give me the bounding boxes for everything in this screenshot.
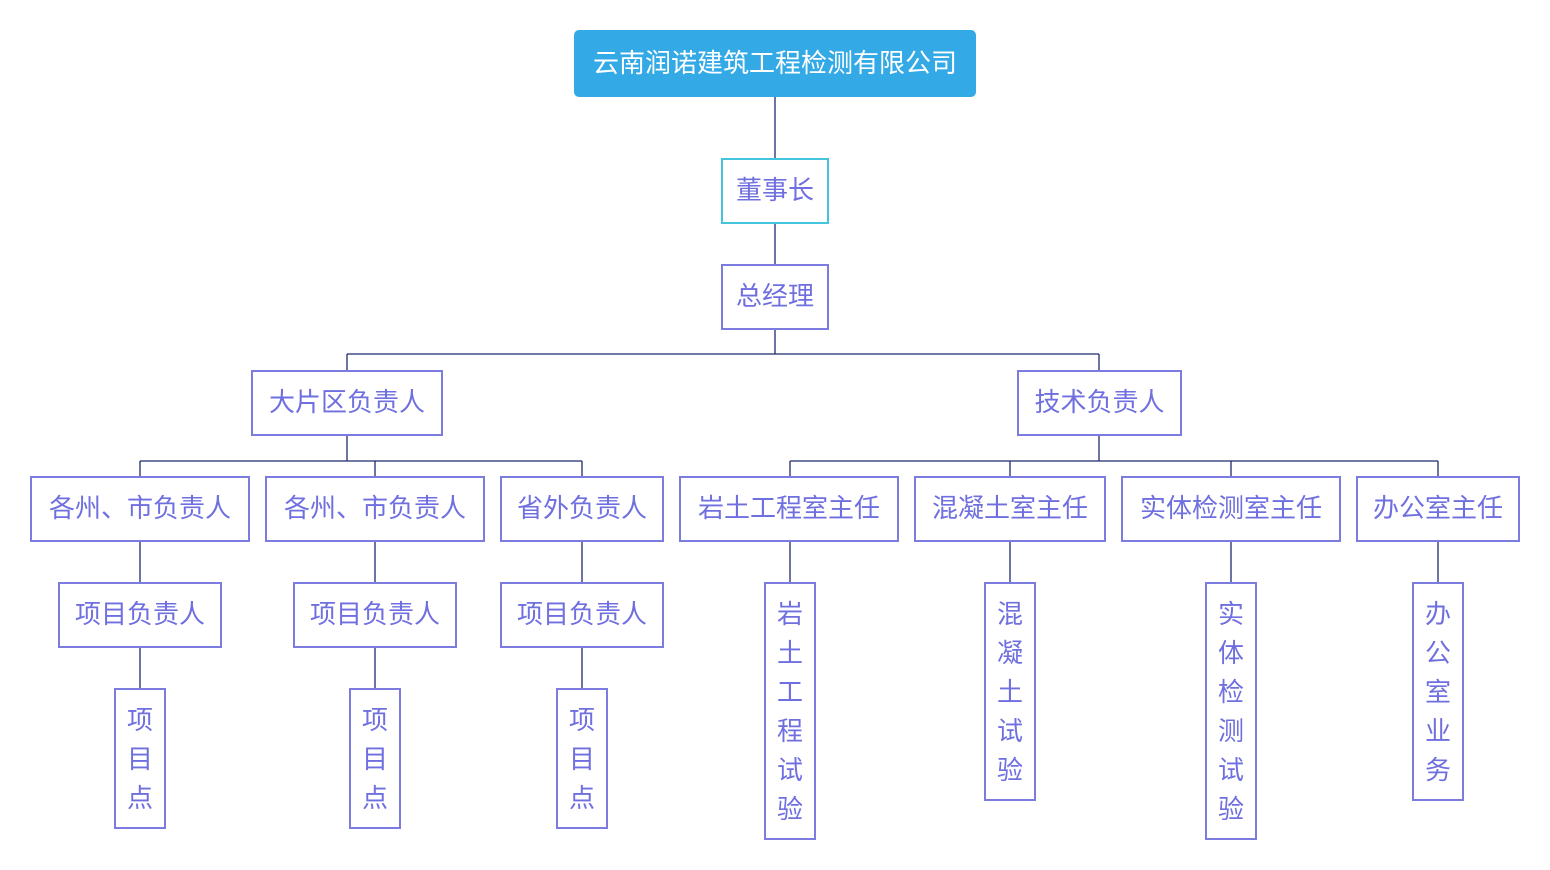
vertical-char: 点 — [568, 784, 595, 814]
vertical-char: 岩 — [776, 600, 803, 630]
outside-province-head-node: 省外负责人 — [500, 476, 664, 542]
vertical-char: 务 — [1424, 756, 1451, 786]
vertical-char: 业 — [1424, 717, 1451, 747]
geotech-director-node: 岩土工程室主任 — [679, 476, 899, 542]
concrete-director-node: 混凝土室主任 — [914, 476, 1106, 542]
vertical-char: 实 — [1217, 600, 1244, 630]
city-head-node-2: 各州、市负责人 — [265, 476, 485, 542]
vertical-char: 体 — [1217, 639, 1244, 669]
vertical-char: 目 — [361, 745, 388, 775]
entity-test-node: 实体检测试验 — [1205, 582, 1257, 840]
vertical-char: 公 — [1424, 639, 1451, 669]
vertical-char: 土 — [996, 678, 1023, 708]
vertical-char: 试 — [776, 756, 803, 786]
city-head-node-1: 各州、市负责人 — [30, 476, 250, 542]
vertical-char: 办 — [1424, 600, 1451, 630]
region-head-node: 大片区负责人 — [251, 370, 443, 436]
vertical-char: 凝 — [996, 639, 1023, 669]
vertical-char: 验 — [776, 795, 803, 825]
vertical-char: 混 — [996, 600, 1023, 630]
office-work-node: 办公室业务 — [1412, 582, 1464, 801]
vertical-char: 测 — [1217, 717, 1244, 747]
vertical-char: 目 — [126, 745, 153, 775]
project-site-node-3: 项目点 — [556, 688, 608, 829]
project-manager-node-1: 项目负责人 — [58, 582, 222, 648]
vertical-char: 验 — [1217, 795, 1244, 825]
chairman-node: 董事长 — [721, 158, 829, 224]
vertical-char: 室 — [1424, 678, 1451, 708]
vertical-char: 项 — [361, 706, 388, 736]
office-director-node: 办公室主任 — [1356, 476, 1520, 542]
concrete-test-node: 混凝土试验 — [984, 582, 1036, 801]
project-site-node-2: 项目点 — [349, 688, 401, 829]
vertical-char: 项 — [126, 706, 153, 736]
vertical-char: 点 — [126, 784, 153, 814]
vertical-char: 土 — [776, 639, 803, 669]
vertical-char: 检 — [1217, 678, 1244, 708]
project-site-node-1: 项目点 — [114, 688, 166, 829]
company-root-node: 云南润诺建筑工程检测有限公司 — [574, 30, 976, 97]
vertical-char: 点 — [361, 784, 388, 814]
vertical-char: 验 — [996, 756, 1023, 786]
vertical-char: 工 — [776, 678, 803, 708]
vertical-char: 目 — [568, 745, 595, 775]
vertical-char: 程 — [776, 717, 803, 747]
vertical-char: 项 — [568, 706, 595, 736]
project-manager-node-2: 项目负责人 — [293, 582, 457, 648]
vertical-char: 试 — [996, 717, 1023, 747]
entity-testing-director-node: 实体检测室主任 — [1121, 476, 1341, 542]
geotech-test-node: 岩土工程试验 — [764, 582, 816, 840]
tech-head-node: 技术负责人 — [1017, 370, 1182, 436]
general-manager-node: 总经理 — [721, 264, 829, 330]
vertical-char: 试 — [1217, 756, 1244, 786]
project-manager-node-3: 项目负责人 — [500, 582, 664, 648]
